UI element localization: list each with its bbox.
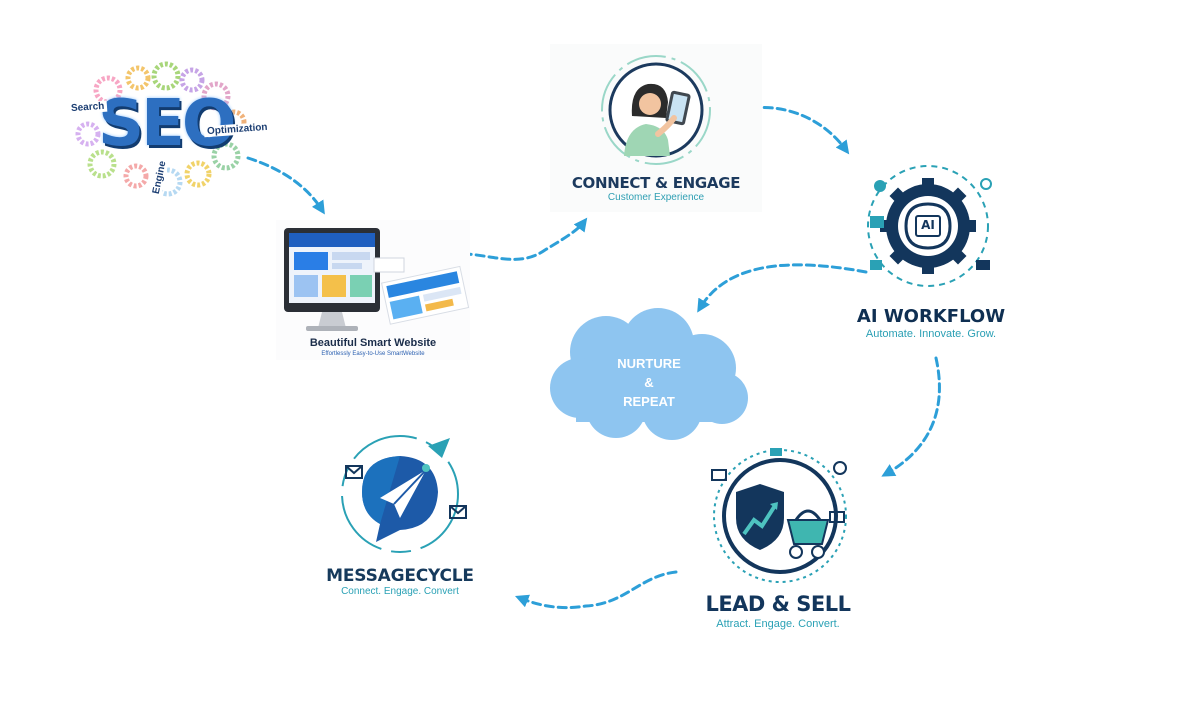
seo-word: SEO — [98, 87, 236, 161]
website-subtitle: Effortlessly Easy-to-Use SmartWebsite — [321, 351, 425, 357]
paper-plane-icon — [341, 435, 467, 553]
envelope-icon — [345, 465, 363, 479]
website-node: Beautiful Smart Website Effortlessly Eas… — [276, 220, 470, 360]
nurture-repeat-cloud: NURTURE & REPEAT — [546, 308, 752, 440]
cloud-line-3: REPEAT — [623, 394, 675, 409]
monitor-icon — [284, 228, 470, 331]
connect-subtitle: Customer Experience — [607, 192, 705, 203]
connect-title: CONNECT & ENGAGE — [571, 174, 741, 192]
gear-cluster-icon — [75, 61, 247, 197]
woman-tablet-icon — [601, 55, 711, 165]
messagecycle-subtitle: Connect. Engage. Convert — [341, 586, 459, 597]
shopping-basket-icon — [786, 509, 830, 545]
seo-node: SEO Search Optimization Engine — [58, 60, 271, 200]
ai-workflow-title: AI WORKFLOW — [856, 306, 1006, 327]
ai-badge: AI — [921, 218, 935, 232]
website-title: Beautiful Smart Website — [309, 337, 437, 349]
cloud-shape — [550, 308, 748, 440]
ai-workflow-node: AI AI WORKFLOW Automate. Innovate. Grow. — [836, 160, 1026, 350]
lead-sell-node: LEAD & SELL Attract. Engage. Convert. — [690, 440, 866, 638]
cloud-line-2: & — [644, 375, 654, 390]
lead-sell-title: LEAD & SELL — [705, 592, 851, 616]
ai-brain-gear-icon — [867, 165, 992, 287]
arrow-ai-to-lead — [881, 356, 941, 477]
messagecycle-node: MESSAGECYCLE Connect. Engage. Convert — [296, 428, 504, 608]
ai-workflow-subtitle: Automate. Innovate. Grow. — [865, 328, 997, 340]
shield-chart-icon — [711, 448, 847, 583]
cloud-line-1: NURTURE — [617, 356, 681, 371]
connect-engage-node: CONNECT & ENGAGE Customer Experience — [550, 44, 762, 212]
messagecycle-title: MESSAGECYCLE — [326, 566, 474, 586]
arrow-lead-to-message — [514, 570, 678, 610]
lead-sell-subtitle: Attract. Engage. Convert. — [716, 618, 840, 630]
